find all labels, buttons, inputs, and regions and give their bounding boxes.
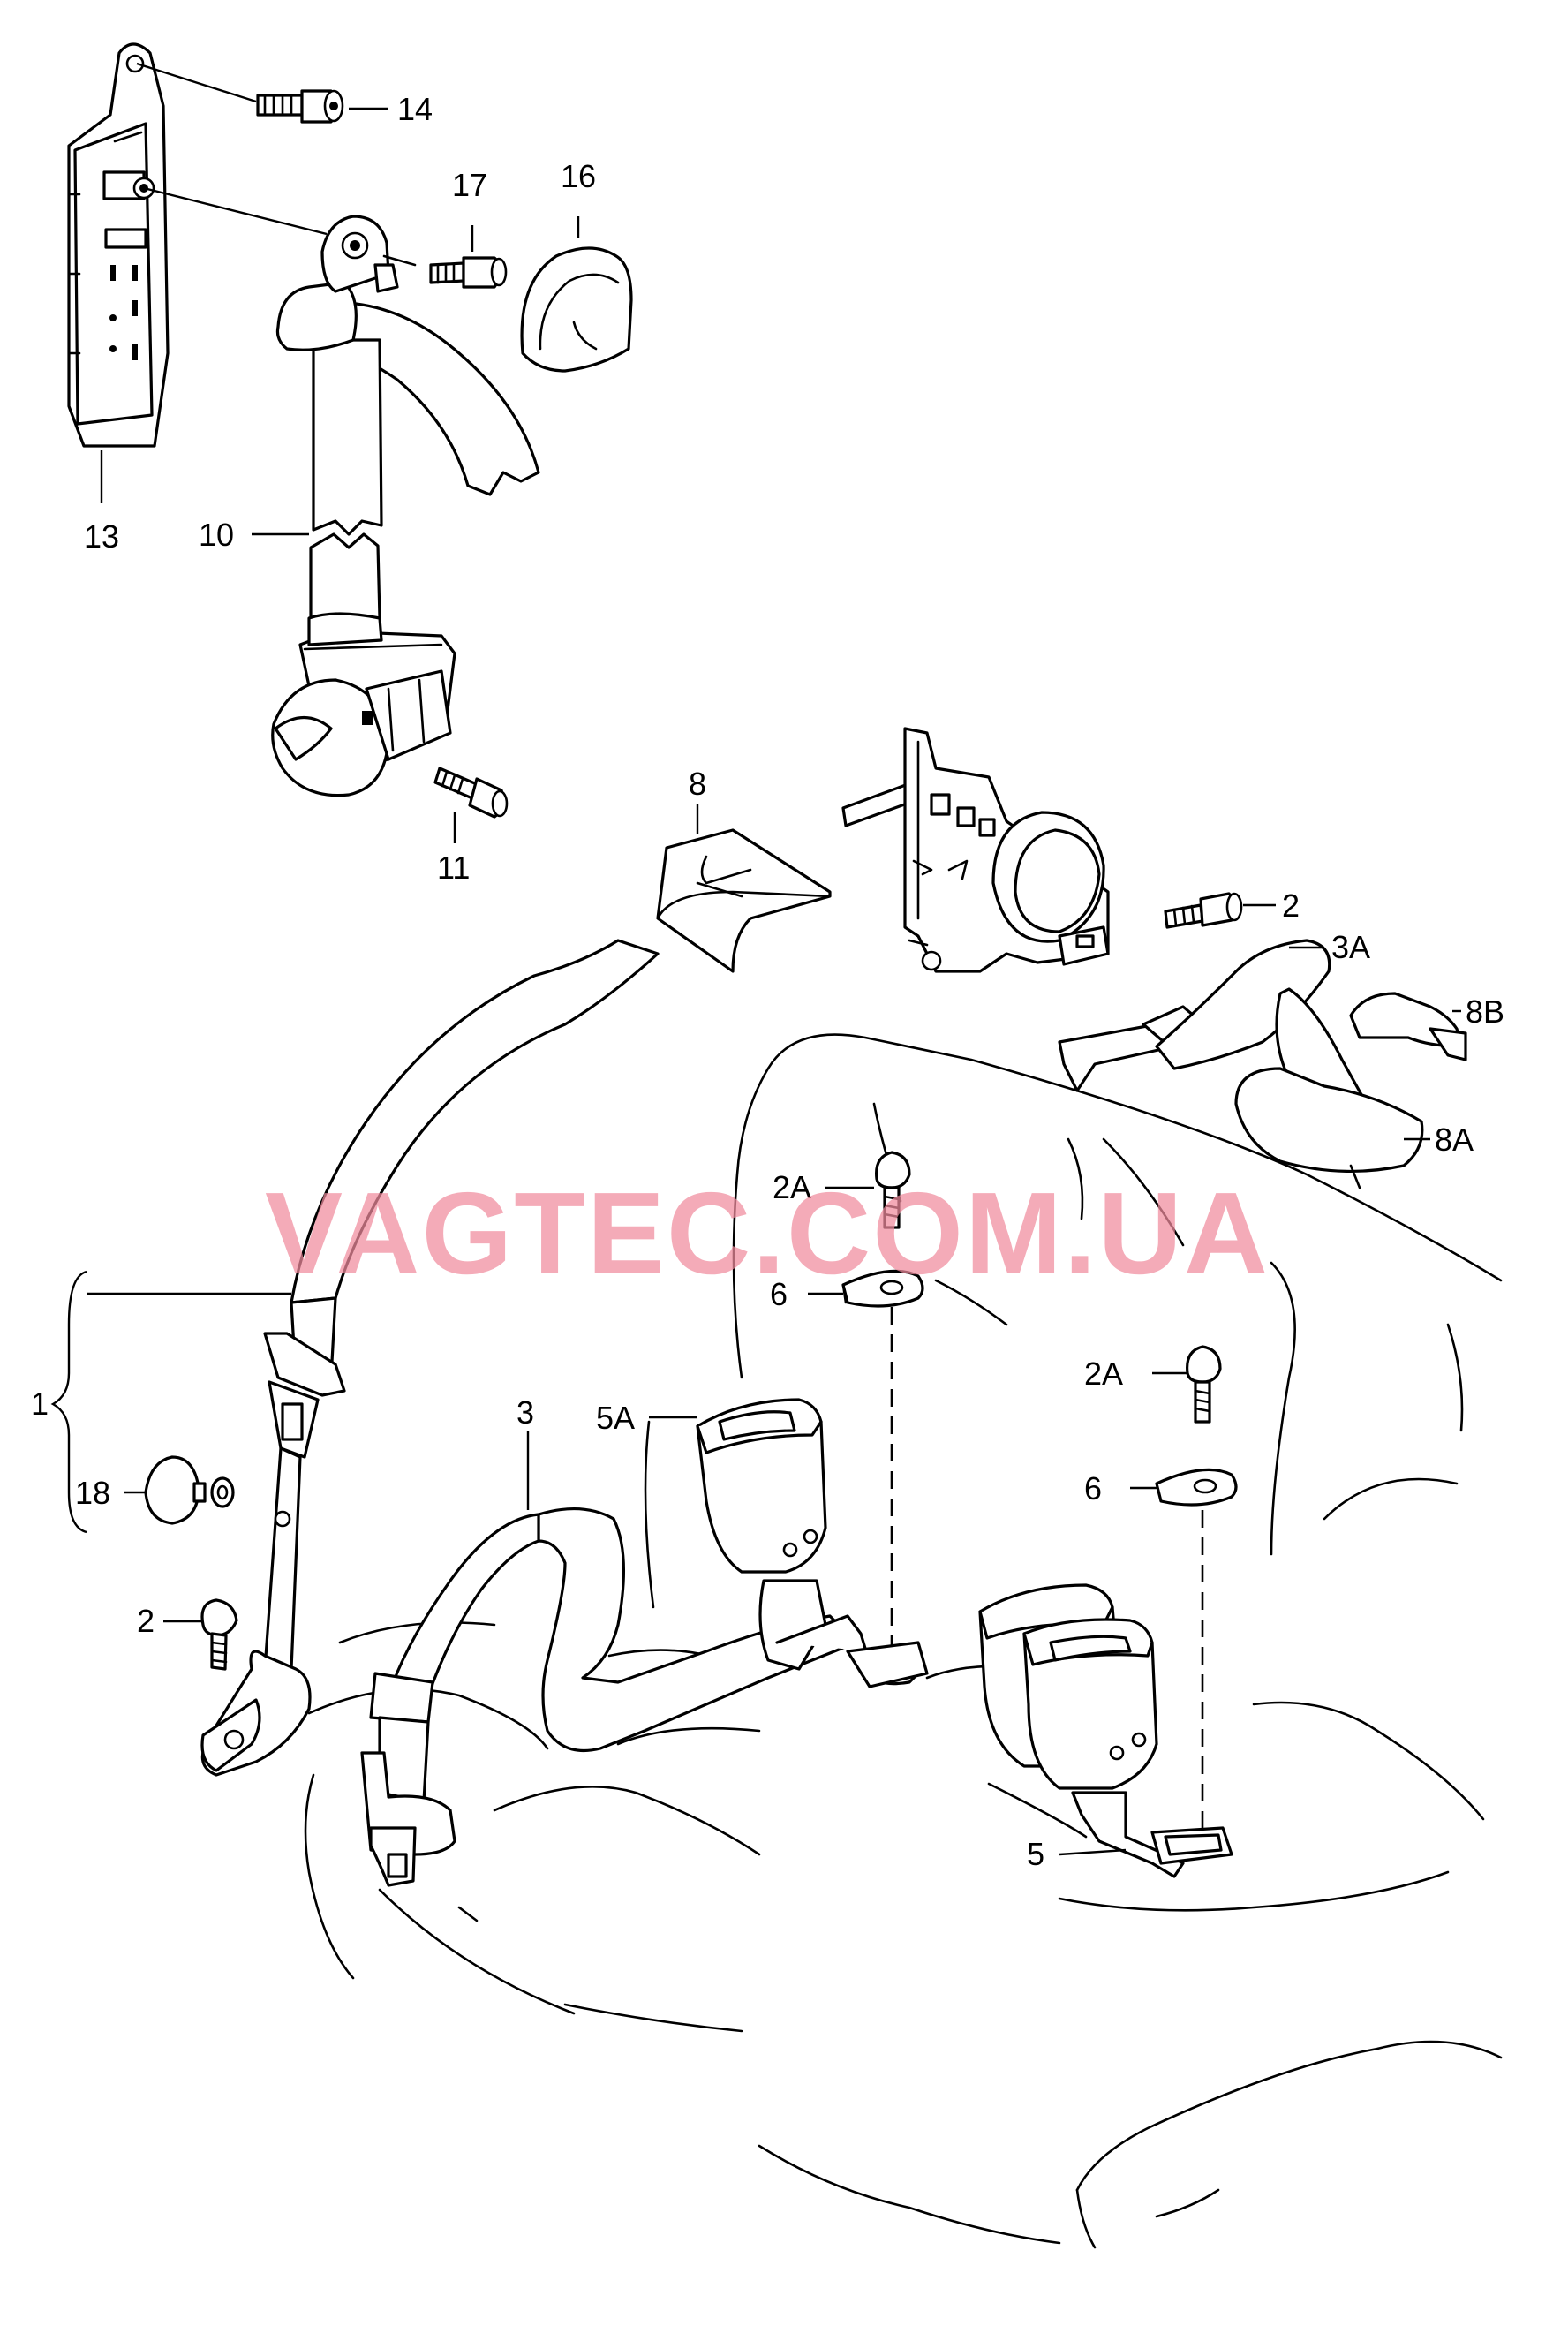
center-retractor (841, 727, 1110, 973)
bolt-11 (433, 767, 509, 819)
label-10: 10 (199, 517, 234, 553)
label-2-bottom: 2 (137, 1603, 155, 1639)
label-5: 5 (1027, 1836, 1044, 1872)
label-3A: 3A (1331, 929, 1370, 965)
label-2A-upper: 2A (773, 1169, 811, 1205)
washer-6-upper (841, 1269, 924, 1308)
label-3: 3 (516, 1394, 534, 1431)
rear-seat-outline (304, 1033, 1503, 2249)
belt-3 (360, 1507, 858, 1887)
height-adjuster-rail-13 (67, 42, 170, 448)
upper-belt-10 (271, 215, 540, 797)
label-17: 17 (452, 167, 487, 203)
label-8B: 8B (1466, 993, 1504, 1030)
label-2-top: 2 (1282, 887, 1300, 924)
label-13: 13 (84, 518, 119, 555)
label-6-lower: 6 (1084, 1470, 1102, 1507)
label-8A: 8A (1435, 1121, 1474, 1158)
label-16: 16 (561, 158, 596, 194)
label-5A: 5A (596, 1400, 635, 1436)
bolt-2-top (1164, 892, 1243, 929)
bolt-14 (256, 89, 344, 124)
label-6-upper: 6 (770, 1276, 788, 1312)
belt-guide-8 (656, 828, 832, 973)
label-11: 11 (437, 850, 470, 886)
buckle-5 (978, 1583, 1233, 1878)
watermark: VAGTEC.COM.UA (265, 1168, 1270, 1298)
label-2A-lower: 2A (1084, 1356, 1123, 1392)
bolt-17 (429, 256, 508, 289)
leader-lines (87, 62, 1461, 1856)
bolt-2A-lower (1186, 1345, 1222, 1424)
washer-6-lower (1155, 1468, 1238, 1507)
cover-cap-16 (520, 246, 633, 373)
clip-18 (144, 1455, 235, 1525)
bolt-2A-upper (875, 1151, 911, 1229)
bolt-2-bottom (200, 1598, 238, 1671)
label-18: 18 (75, 1475, 110, 1511)
center-belt-3A (1058, 939, 1424, 1189)
label-14: 14 (397, 91, 433, 127)
bracket-1 (50, 1270, 87, 1534)
belt-guide-8B (1349, 992, 1467, 1061)
outer-belt-1 (200, 939, 660, 1777)
label-8: 8 (689, 766, 706, 802)
buckle-5A (696, 1398, 929, 1688)
label-1: 1 (31, 1386, 49, 1422)
